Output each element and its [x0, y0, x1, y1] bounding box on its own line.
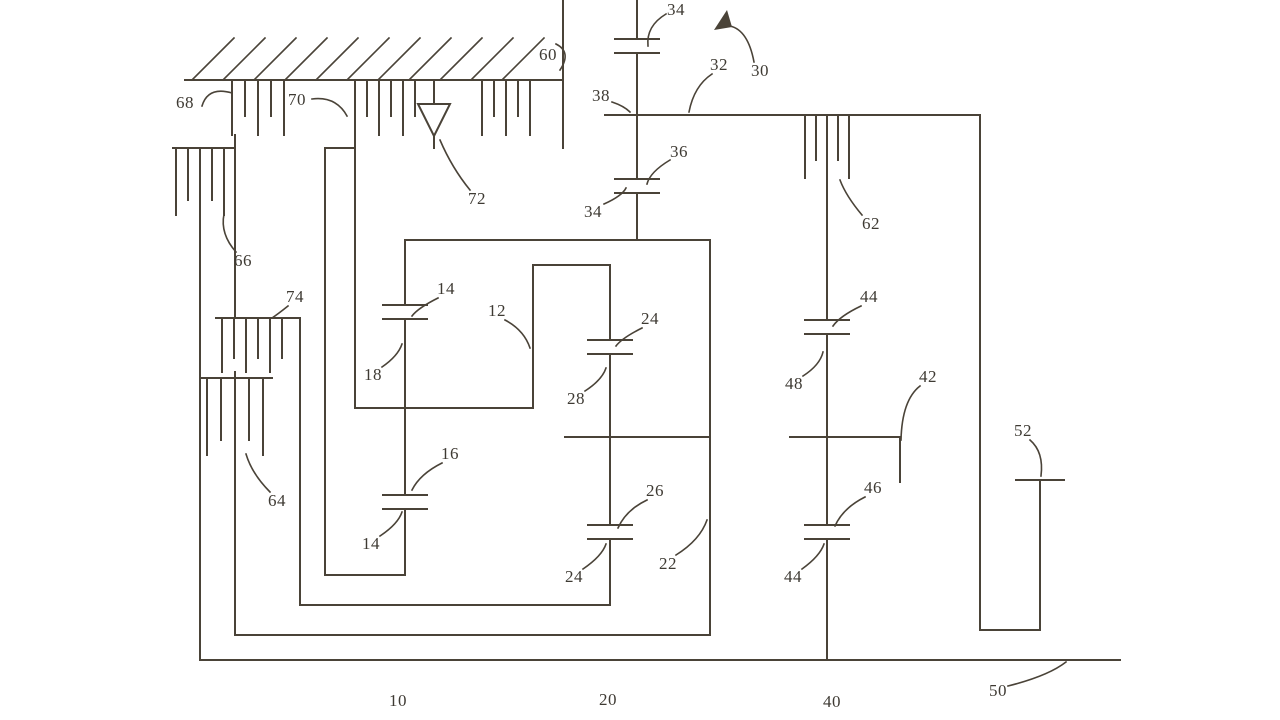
clutch-26-24	[587, 436, 633, 606]
brake-pack-74	[215, 317, 301, 373]
ground-symbol	[184, 36, 564, 82]
leader-arcs	[201, 12, 1068, 687]
connecting-lines	[199, 114, 1121, 661]
clutch-14-18	[382, 239, 428, 409]
brake-pack-62	[804, 114, 850, 181]
clutch-34-38	[614, 0, 660, 116]
brake-pack-70	[354, 79, 416, 136]
brake-pack-66	[172, 147, 236, 216]
one-way-clutch-icon	[416, 79, 452, 149]
clutch-36-34	[614, 114, 660, 241]
clutch-46-44	[804, 436, 850, 661]
brake-pack-64	[199, 377, 273, 456]
brake-pack-68	[231, 79, 285, 136]
input-arrow-icon	[714, 10, 732, 30]
clutch-44-48	[804, 179, 850, 438]
clutch-16-14	[382, 407, 428, 576]
brake-pack-60	[481, 79, 531, 136]
clutch-24-28	[587, 264, 633, 438]
